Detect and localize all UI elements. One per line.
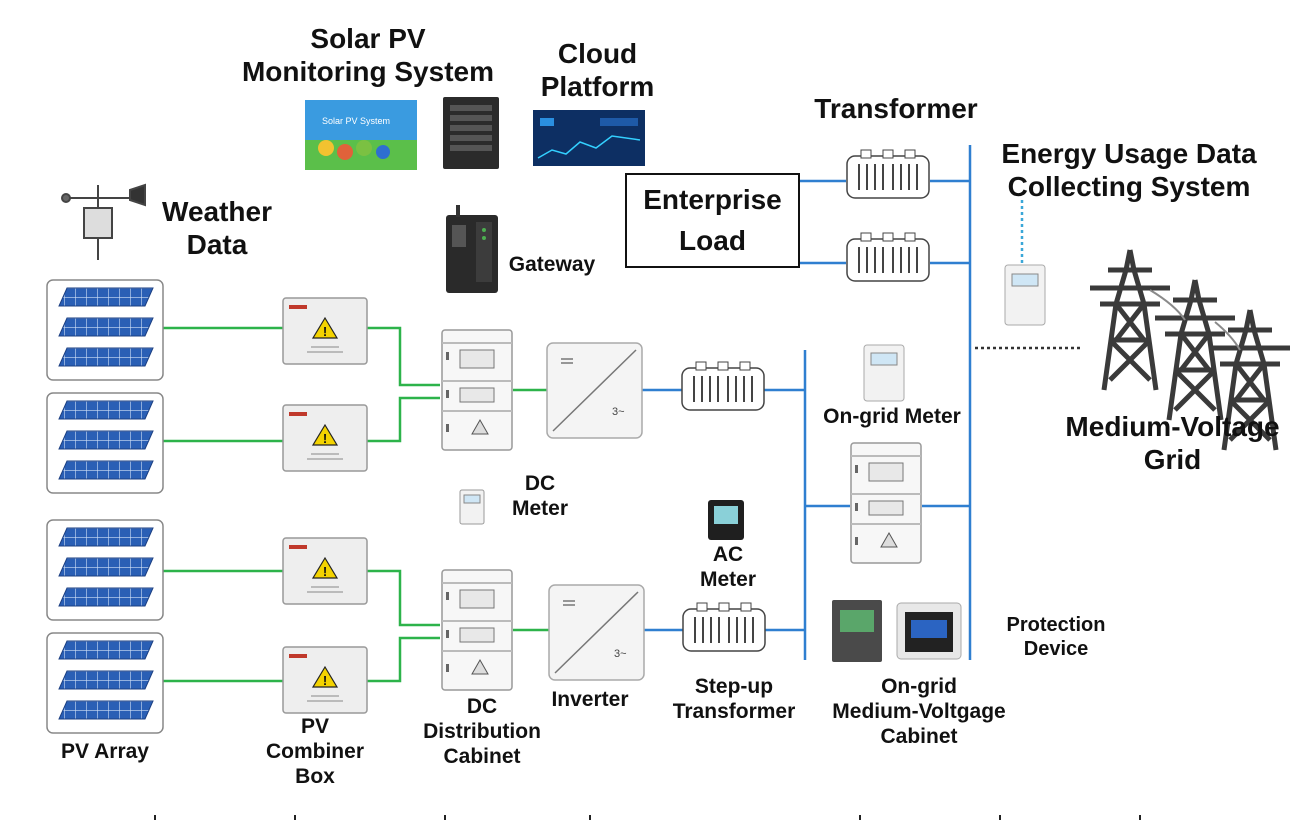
ac-wiring xyxy=(640,145,972,660)
label-weather-data-text: Weather Data xyxy=(162,196,272,261)
pv-array-4 xyxy=(47,633,163,733)
protection-device-icon xyxy=(832,600,962,662)
enterprise-load-box: Enterprise Load xyxy=(625,173,800,268)
label-protection-device: Protection Device xyxy=(990,614,1122,661)
combiner-box-3 xyxy=(282,537,368,605)
label-ac-meter: AC Meter xyxy=(688,543,768,593)
bottom-ticks xyxy=(154,815,1141,820)
energy-meter-icon xyxy=(1004,264,1046,326)
label-transformer: Transformer xyxy=(814,93,978,124)
combiner-box-4 xyxy=(282,646,368,714)
label-dc-meter-text: DC Meter xyxy=(511,472,569,520)
pv-array-1 xyxy=(47,280,163,380)
enterprise-load-line1: Enterprise xyxy=(643,183,782,215)
label-energy-usage-text: Energy Usage Data Collecting System xyxy=(1001,138,1257,203)
inverter-1-mark: 3~ xyxy=(612,406,625,418)
label-on-grid-meter: On-grid Meter xyxy=(823,405,961,428)
on-grid-meter-icon xyxy=(863,344,905,402)
label-medium-voltage-grid-text: Medium-Voltage Grid xyxy=(1065,411,1280,476)
dc-wiring xyxy=(163,326,549,683)
label-weather-data: Weather Data xyxy=(152,195,282,261)
server-icon xyxy=(443,97,499,169)
inverter-2-mark: 3~ xyxy=(614,648,627,660)
pv-array-3 xyxy=(47,520,163,620)
ac-meter-icon xyxy=(708,500,744,540)
enterprise-load-line2: Load xyxy=(679,224,746,256)
label-inverter: Inverter xyxy=(551,688,629,711)
label-pv-combiner-box: PV Combiner Box xyxy=(262,715,368,789)
label-solar-monitoring: Solar PV Monitoring System xyxy=(233,22,503,88)
label-gateway: Gateway xyxy=(508,253,596,276)
label-cloud-platform: Cloud Platform xyxy=(530,37,665,103)
mv-cabinet xyxy=(850,442,922,564)
load-transformer-1 xyxy=(846,149,930,199)
inverter-1 xyxy=(546,342,643,439)
label-dc-meter: DC Meter xyxy=(500,472,580,522)
label-pv-array: PV Array xyxy=(61,740,149,763)
label-on-grid-mv-cabinet: On-grid Medium-Voltgage Cabinet xyxy=(812,675,1026,749)
combiner-box-2 xyxy=(282,404,368,472)
label-dc-distribution-cabinet: DC Distribution Cabinet xyxy=(408,695,556,769)
label-ac-meter-text: AC Meter xyxy=(699,543,757,591)
label-medium-voltage-grid: Medium-Voltage Grid xyxy=(1055,410,1290,476)
pv-array-2 xyxy=(47,393,163,493)
dc-cabinet-1 xyxy=(441,329,513,451)
label-on-grid-mv-cabinet-text: On-grid Medium-Voltgage Cabinet xyxy=(832,675,1006,748)
gateway-icon xyxy=(446,205,498,293)
combiner-box-1 xyxy=(282,297,368,365)
step-up-transformer-1 xyxy=(681,361,765,411)
dc-meter-icon xyxy=(459,489,485,525)
label-dc-distribution-cabinet-text: DC Distribution Cabinet xyxy=(423,695,541,768)
inverter-2 xyxy=(548,584,645,681)
load-transformer-2 xyxy=(846,232,930,282)
cloud-dashboard xyxy=(533,110,645,166)
step-up-transformer-2 xyxy=(682,602,766,652)
label-step-up-transformer: Step-up Transformer xyxy=(658,675,810,725)
label-protection-device-text: Protection Device xyxy=(1006,614,1106,660)
monitoring-screen: Solar PV System xyxy=(305,100,417,170)
label-pv-combiner-box-text: PV Combiner Box xyxy=(265,715,364,788)
label-step-up-transformer-text: Step-up Transformer xyxy=(672,675,796,723)
label-energy-usage: Energy Usage Data Collecting System xyxy=(988,137,1270,203)
monitoring-screen-title: Solar PV System xyxy=(322,116,390,126)
data-links xyxy=(975,200,1080,350)
dc-cabinet-2 xyxy=(441,569,513,691)
label-cloud-platform-text: Cloud Platform xyxy=(540,38,655,103)
power-tower-icon xyxy=(1090,250,1290,450)
weather-station-icon xyxy=(61,183,146,260)
label-solar-monitoring-text: Solar PV Monitoring System xyxy=(241,23,494,88)
